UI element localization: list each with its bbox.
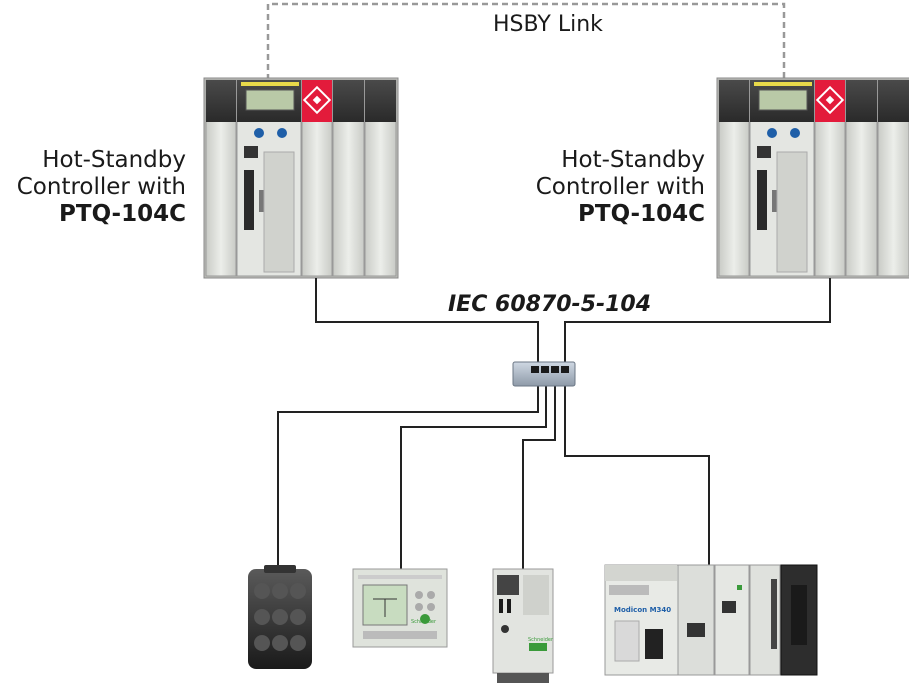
modicon-plc-rack-icon xyxy=(604,564,818,676)
controller-rack-1 xyxy=(203,77,399,279)
io-module-icon xyxy=(492,568,554,683)
modicon-label: Modicon M340 xyxy=(614,606,672,614)
hmi-brand-label: Schneider xyxy=(411,619,437,625)
controller-1-line1: Hot-Standby xyxy=(42,147,186,173)
controller-2-model: PTQ-104C xyxy=(578,201,705,227)
controller-2-line1: Hot-Standby xyxy=(561,147,705,173)
hmi-panel-icon xyxy=(352,568,448,648)
controller-1-line2: Controller with xyxy=(16,174,186,200)
controller-2-line2: Controller with xyxy=(535,174,705,200)
controller-1-model: PTQ-104C xyxy=(59,201,186,227)
hsby-link-line xyxy=(266,2,786,80)
protocol-label: IEC 60870-5-104 xyxy=(448,292,652,317)
hsby-link-label: HSBY Link xyxy=(493,12,603,37)
controller-2-label: Hot-Standby Controller with PTQ-104C xyxy=(505,147,705,228)
ethernet-switch-icon xyxy=(512,361,576,387)
controller-1-label: Hot-Standby Controller with PTQ-104C xyxy=(0,147,186,228)
io-brand-label: Schneider xyxy=(528,637,554,643)
controller-rack-2 xyxy=(716,77,909,279)
network-wires xyxy=(277,278,831,572)
keypad-module-icon xyxy=(248,565,312,669)
